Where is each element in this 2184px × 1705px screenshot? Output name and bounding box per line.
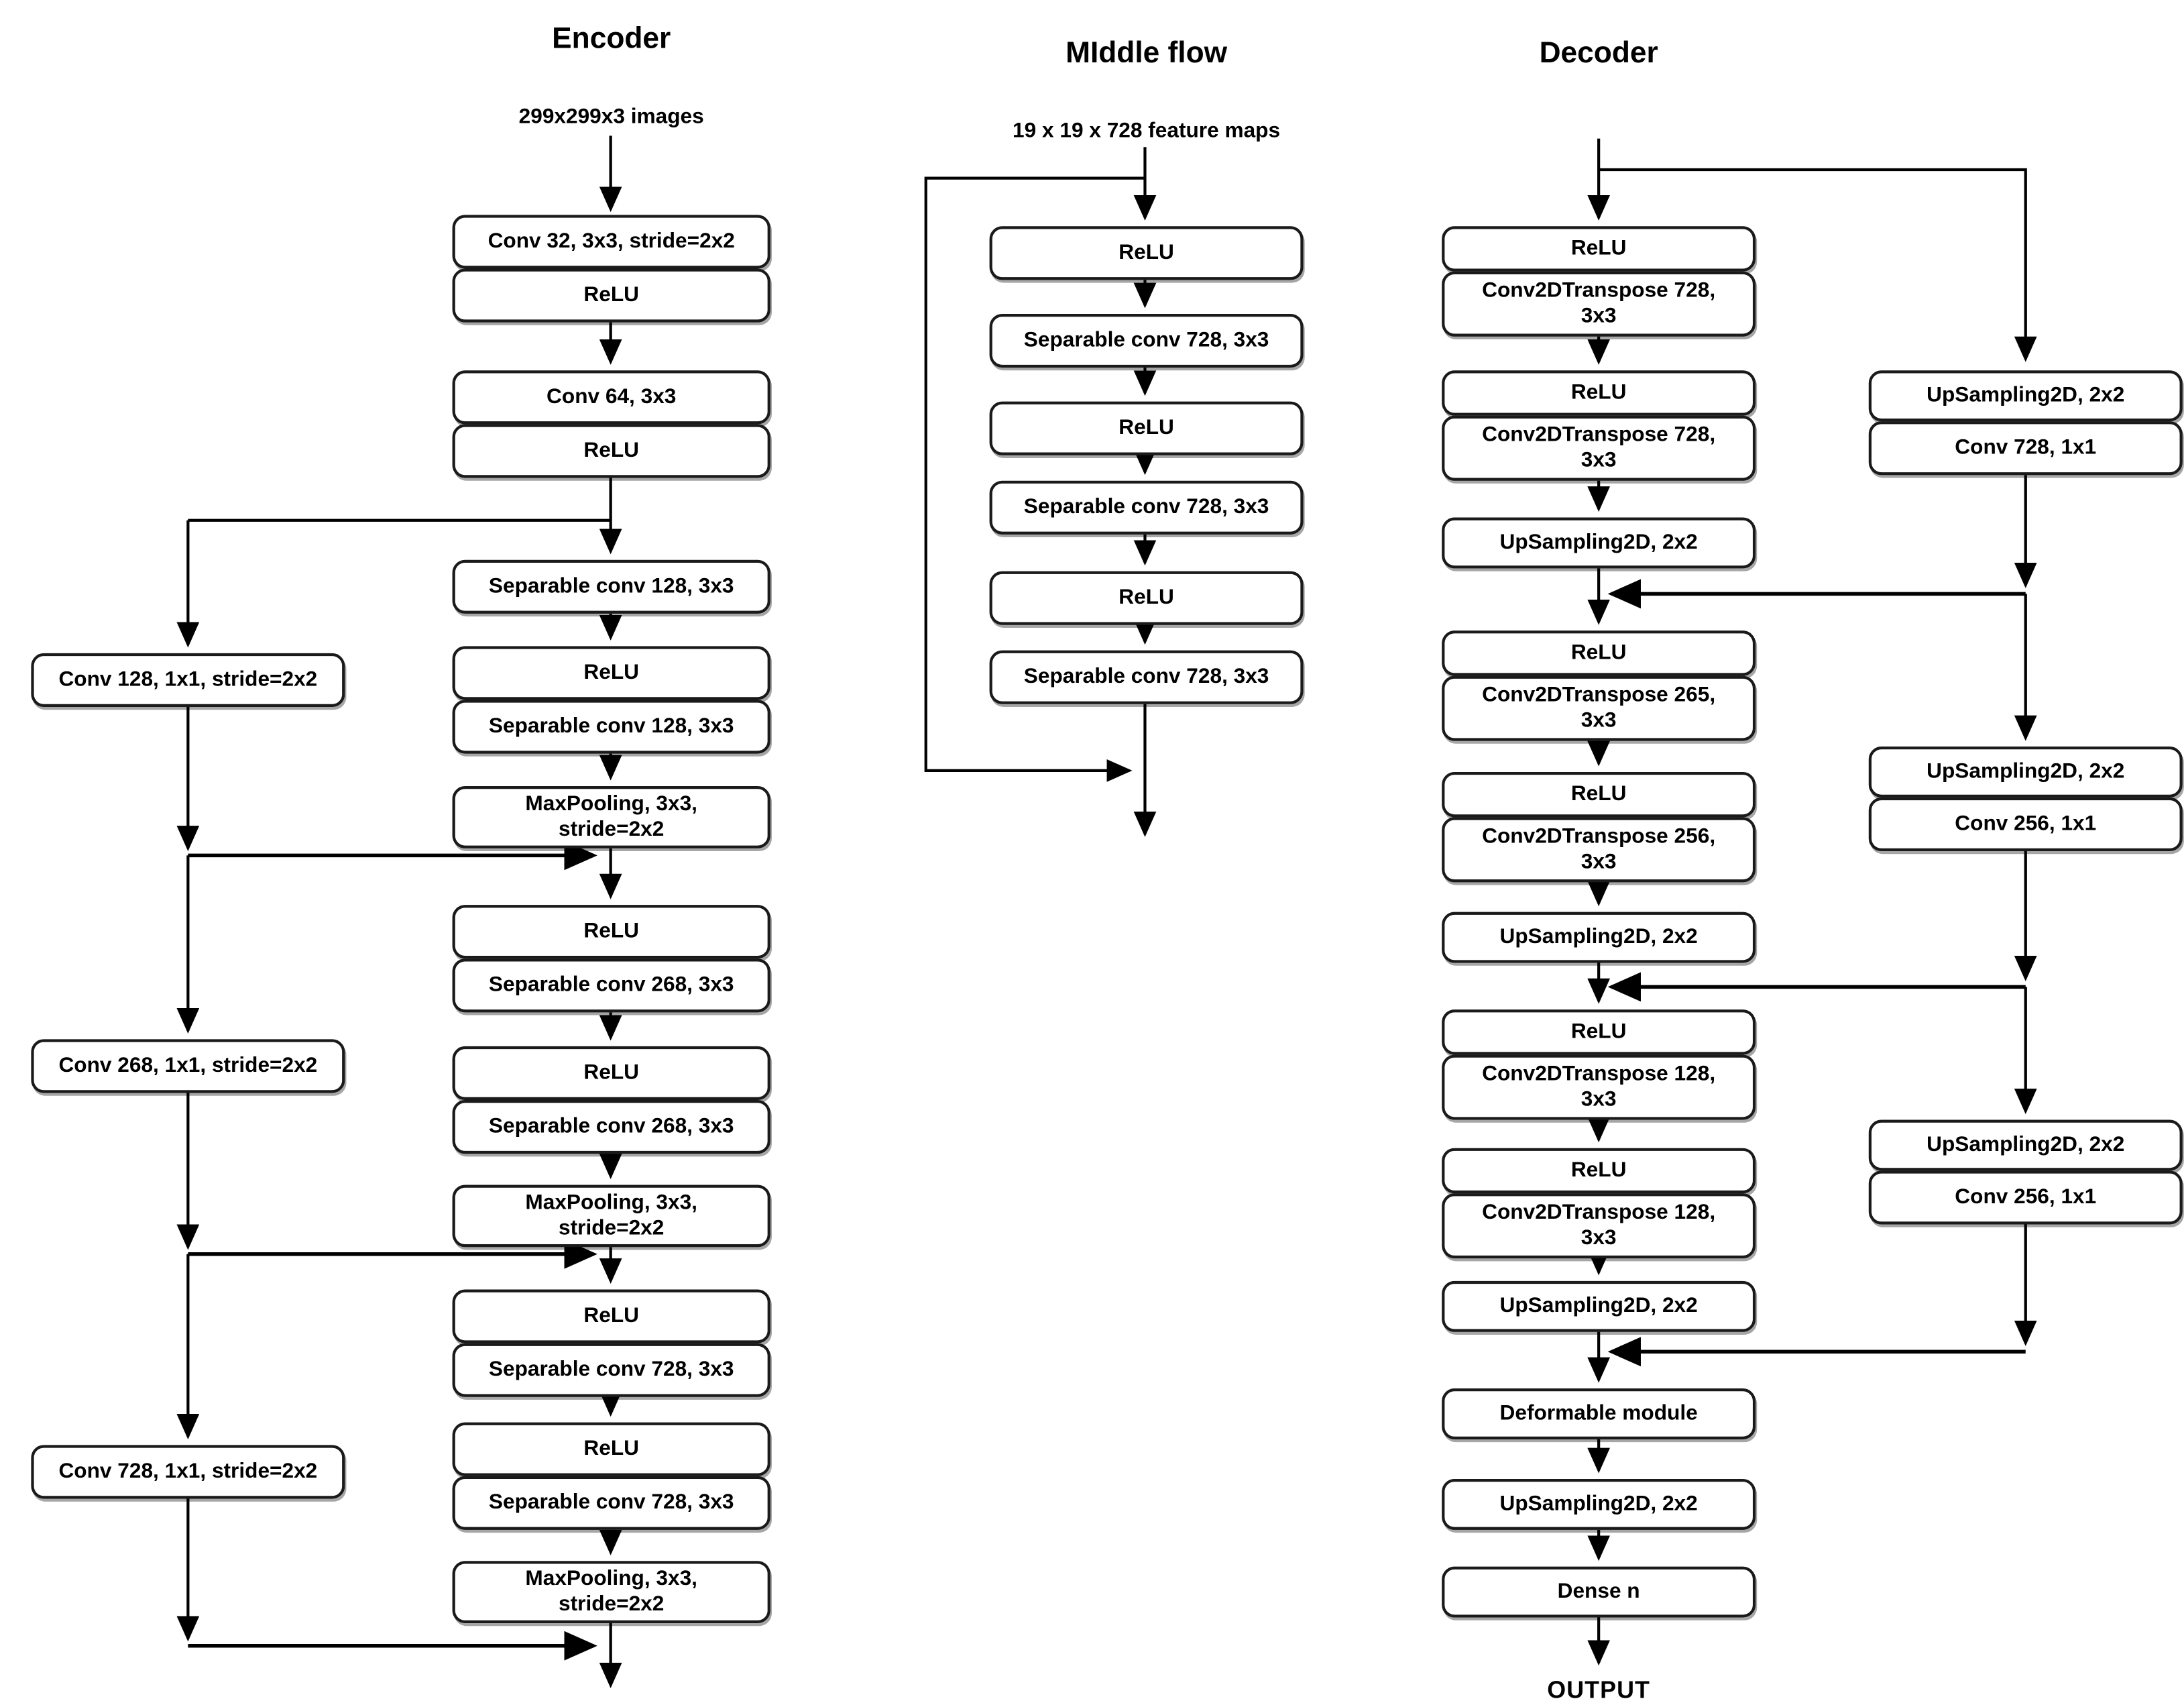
decoder-node-convt728-2: Conv2DTranspose 728, 3x3 — [1442, 415, 1756, 481]
decoder-node-convt128-1: Conv2DTranspose 128, 3x3 — [1442, 1054, 1756, 1120]
decoder-node-relu-2: ReLU — [1442, 370, 1756, 416]
decoder-node-dense: Dense n — [1442, 1566, 1756, 1618]
decoder-node-relu-1: ReLU — [1442, 226, 1756, 272]
encoder-skip-conv128: Conv 128, 1x1, stride=2x2 — [31, 653, 345, 707]
decoder-skip-upsample-2: UpSampling2D, 2x2 — [1868, 747, 2183, 798]
decoder-node-convt265: Conv2DTranspose 265, 3x3 — [1442, 675, 1756, 741]
middle-input-label: 19 x 19 x 728 feature maps — [1013, 119, 1281, 143]
encoder-node-relu-2: ReLU — [452, 424, 770, 478]
decoder-node-convt128-2: Conv2DTranspose 128, 3x3 — [1442, 1193, 1756, 1259]
decoder-node-convt256: Conv2DTranspose 256, 3x3 — [1442, 817, 1756, 883]
decoder-node-relu-6: ReLU — [1442, 1148, 1756, 1194]
decoder-node-convt728-1: Conv2DTranspose 728, 3x3 — [1442, 271, 1756, 337]
decoder-node-upsample-1: UpSampling2D, 2x2 — [1442, 517, 1756, 569]
decoder-node-relu-3: ReLU — [1442, 630, 1756, 676]
encoder-node-sepconv728-2: Separable conv 728, 3x3 — [452, 1476, 770, 1530]
decoder-skip-conv256-1: Conv 256, 1x1 — [1868, 797, 2183, 852]
decoder-node-deformable: Deformable module — [1442, 1388, 1756, 1439]
middle-node-relu-1: ReLU — [989, 226, 1304, 280]
encoder-node-sepconv128-1: Separable conv 128, 3x3 — [452, 559, 770, 614]
decoder-skip-conv728: Conv 728, 1x1 — [1868, 421, 2183, 476]
middle-flow-title: MIddle flow — [1066, 36, 1228, 70]
encoder-skip-conv728: Conv 728, 1x1, stride=2x2 — [31, 1445, 345, 1499]
decoder-node-relu-4: ReLU — [1442, 771, 1756, 818]
decoder-skip-upsample-3: UpSampling2D, 2x2 — [1868, 1119, 2183, 1171]
encoder-node-maxpool-2: MaxPooling, 3x3, stride=2x2 — [452, 1185, 770, 1248]
encoder-node-relu-1: ReLU — [452, 268, 770, 323]
decoder-node-relu-5: ReLU — [1442, 1009, 1756, 1055]
encoder-node-relu-5: ReLU — [452, 1046, 770, 1101]
middle-node-sepconv728-3: Separable conv 728, 3x3 — [989, 650, 1304, 704]
decoder-node-upsample-4: UpSampling2D, 2x2 — [1442, 1478, 1756, 1530]
output-label: OUTPUT — [1547, 1677, 1650, 1704]
encoder-node-sepconv128-2: Separable conv 128, 3x3 — [452, 700, 770, 754]
decoder-node-upsample-3: UpSampling2D, 2x2 — [1442, 1280, 1756, 1332]
middle-node-sepconv728-1: Separable conv 728, 3x3 — [989, 313, 1304, 368]
middle-node-sepconv728-2: Separable conv 728, 3x3 — [989, 480, 1304, 535]
decoder-node-upsample-2: UpSampling2D, 2x2 — [1442, 912, 1756, 963]
encoder-node-relu-3: ReLU — [452, 646, 770, 700]
encoder-node-sepconv268-1: Separable conv 268, 3x3 — [452, 958, 770, 1013]
encoder-node-sepconv728-1: Separable conv 728, 3x3 — [452, 1343, 770, 1397]
encoder-node-relu-7: ReLU — [452, 1422, 770, 1476]
encoder-node-maxpool-3: MaxPooling, 3x3, stride=2x2 — [452, 1561, 770, 1623]
decoder-title: Decoder — [1539, 36, 1658, 70]
encoder-title: Encoder — [552, 22, 671, 56]
middle-node-relu-3: ReLU — [989, 571, 1304, 625]
encoder-node-relu-6: ReLU — [452, 1289, 770, 1343]
encoder-node-conv32: Conv 32, 3x3, stride=2x2 — [452, 215, 770, 269]
encoder-node-conv64: Conv 64, 3x3 — [452, 370, 770, 425]
decoder-skip-conv256-2: Conv 256, 1x1 — [1868, 1170, 2183, 1225]
encoder-node-maxpool-1: MaxPooling, 3x3, stride=2x2 — [452, 786, 770, 848]
decoder-skip-upsample-1: UpSampling2D, 2x2 — [1868, 370, 2183, 422]
encoder-node-sepconv268-2: Separable conv 268, 3x3 — [452, 1100, 770, 1154]
encoder-node-relu-4: ReLU — [452, 905, 770, 959]
encoder-skip-conv268: Conv 268, 1x1, stride=2x2 — [31, 1039, 345, 1093]
middle-node-relu-2: ReLU — [989, 401, 1304, 455]
encoder-input-label: 299x299x3 images — [518, 104, 704, 129]
